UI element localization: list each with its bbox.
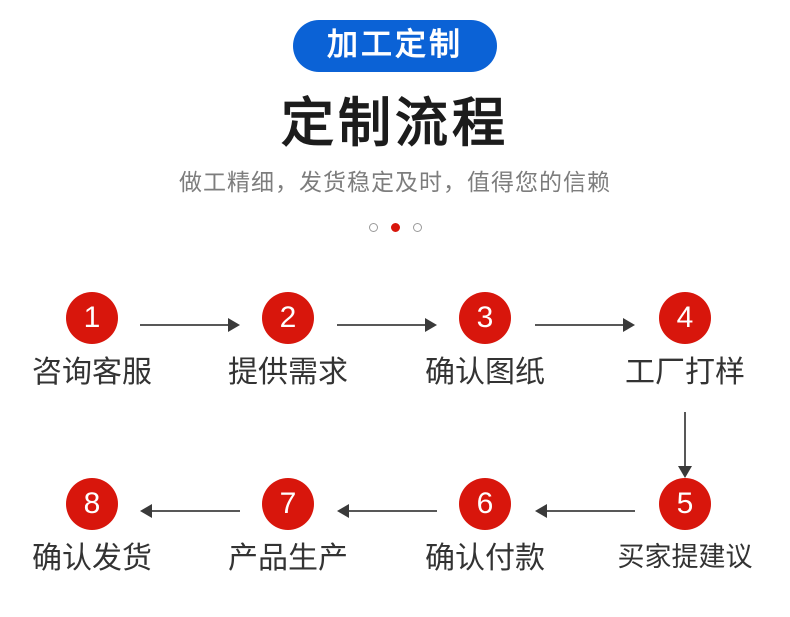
arrow-head xyxy=(425,318,437,332)
step-number-badge-2: 2 xyxy=(262,292,314,344)
arrow-left-icon-step7-to-step8 xyxy=(140,504,240,518)
flow-step-7: 7 产品生产 xyxy=(196,478,380,577)
flow-step-6: 6 确认付款 xyxy=(393,478,577,577)
arrow-head xyxy=(535,504,547,518)
step-number-badge-6: 6 xyxy=(459,478,511,530)
carousel-dot-2-active[interactable] xyxy=(390,222,400,232)
arrow-head xyxy=(228,318,240,332)
step-label-6: 确认付款 xyxy=(425,542,545,575)
page-subtitle: 做工精细，发货稳定及时，值得您的信赖 xyxy=(179,168,611,195)
step-number-badge-5: 5 xyxy=(659,478,711,530)
step-label-8: 确认发货 xyxy=(32,542,152,575)
header: 加工定制 定制流程 做工精细，发货稳定及时，值得您的信赖 xyxy=(0,0,790,232)
arrow-head xyxy=(337,504,349,518)
carousel-dot-1[interactable] xyxy=(368,222,378,232)
arrow-shaft xyxy=(337,324,426,326)
carousel-dot-3[interactable] xyxy=(412,222,422,232)
arrow-left-icon-step6-to-step7 xyxy=(337,504,437,518)
step-number-badge-4: 4 xyxy=(659,292,711,344)
flow-step-2: 2 提供需求 xyxy=(196,292,380,391)
arrow-right-icon-step2-to-step3 xyxy=(337,318,437,332)
flow-row-bottom: 8 确认发货 7 产品生产 6 确认付款 xyxy=(0,478,790,598)
arrow-shaft xyxy=(348,510,437,512)
step-number-badge-8: 8 xyxy=(66,478,118,530)
arrow-down-icon-step4-to-step5 xyxy=(678,412,692,478)
arrow-shaft xyxy=(684,412,686,467)
arrow-head xyxy=(140,504,152,518)
step-label-2: 提供需求 xyxy=(228,356,348,389)
step-label-5: 买家提建议 xyxy=(617,542,753,572)
arrow-shaft xyxy=(546,510,635,512)
arrow-shaft xyxy=(151,510,240,512)
arrow-shaft xyxy=(140,324,229,326)
page-title: 定制流程 xyxy=(281,94,509,153)
flow-step-5: 5 买家提建议 xyxy=(593,478,777,573)
step-number-badge-1: 1 xyxy=(66,292,118,344)
arrow-right-icon-step1-to-step2 xyxy=(140,318,240,332)
step-label-7: 产品生产 xyxy=(228,542,348,575)
step-label-1: 咨询客服 xyxy=(32,356,152,389)
arrow-head xyxy=(623,318,635,332)
step-label-3: 确认图纸 xyxy=(425,356,545,389)
flow-step-3: 3 确认图纸 xyxy=(393,292,577,391)
flow-step-1: 1 咨询客服 xyxy=(0,292,184,391)
process-flow-diagram: 1 咨询客服 2 提供需求 3 确认图纸 xyxy=(0,292,790,617)
step-number-badge-3: 3 xyxy=(459,292,511,344)
arrow-head xyxy=(678,466,692,478)
flow-row-top: 1 咨询客服 2 提供需求 3 确认图纸 xyxy=(0,292,790,412)
arrow-right-icon-step3-to-step4 xyxy=(535,318,635,332)
carousel-dots xyxy=(0,222,790,232)
step-label-4: 工厂打样 xyxy=(625,356,745,389)
flow-step-4: 4 工厂打样 xyxy=(593,292,777,391)
processing-customization-badge: 加工定制 xyxy=(293,20,497,72)
arrow-left-icon-step5-to-step6 xyxy=(535,504,635,518)
step-number-badge-7: 7 xyxy=(262,478,314,530)
flow-step-8: 8 确认发货 xyxy=(0,478,184,577)
arrow-shaft xyxy=(535,324,624,326)
